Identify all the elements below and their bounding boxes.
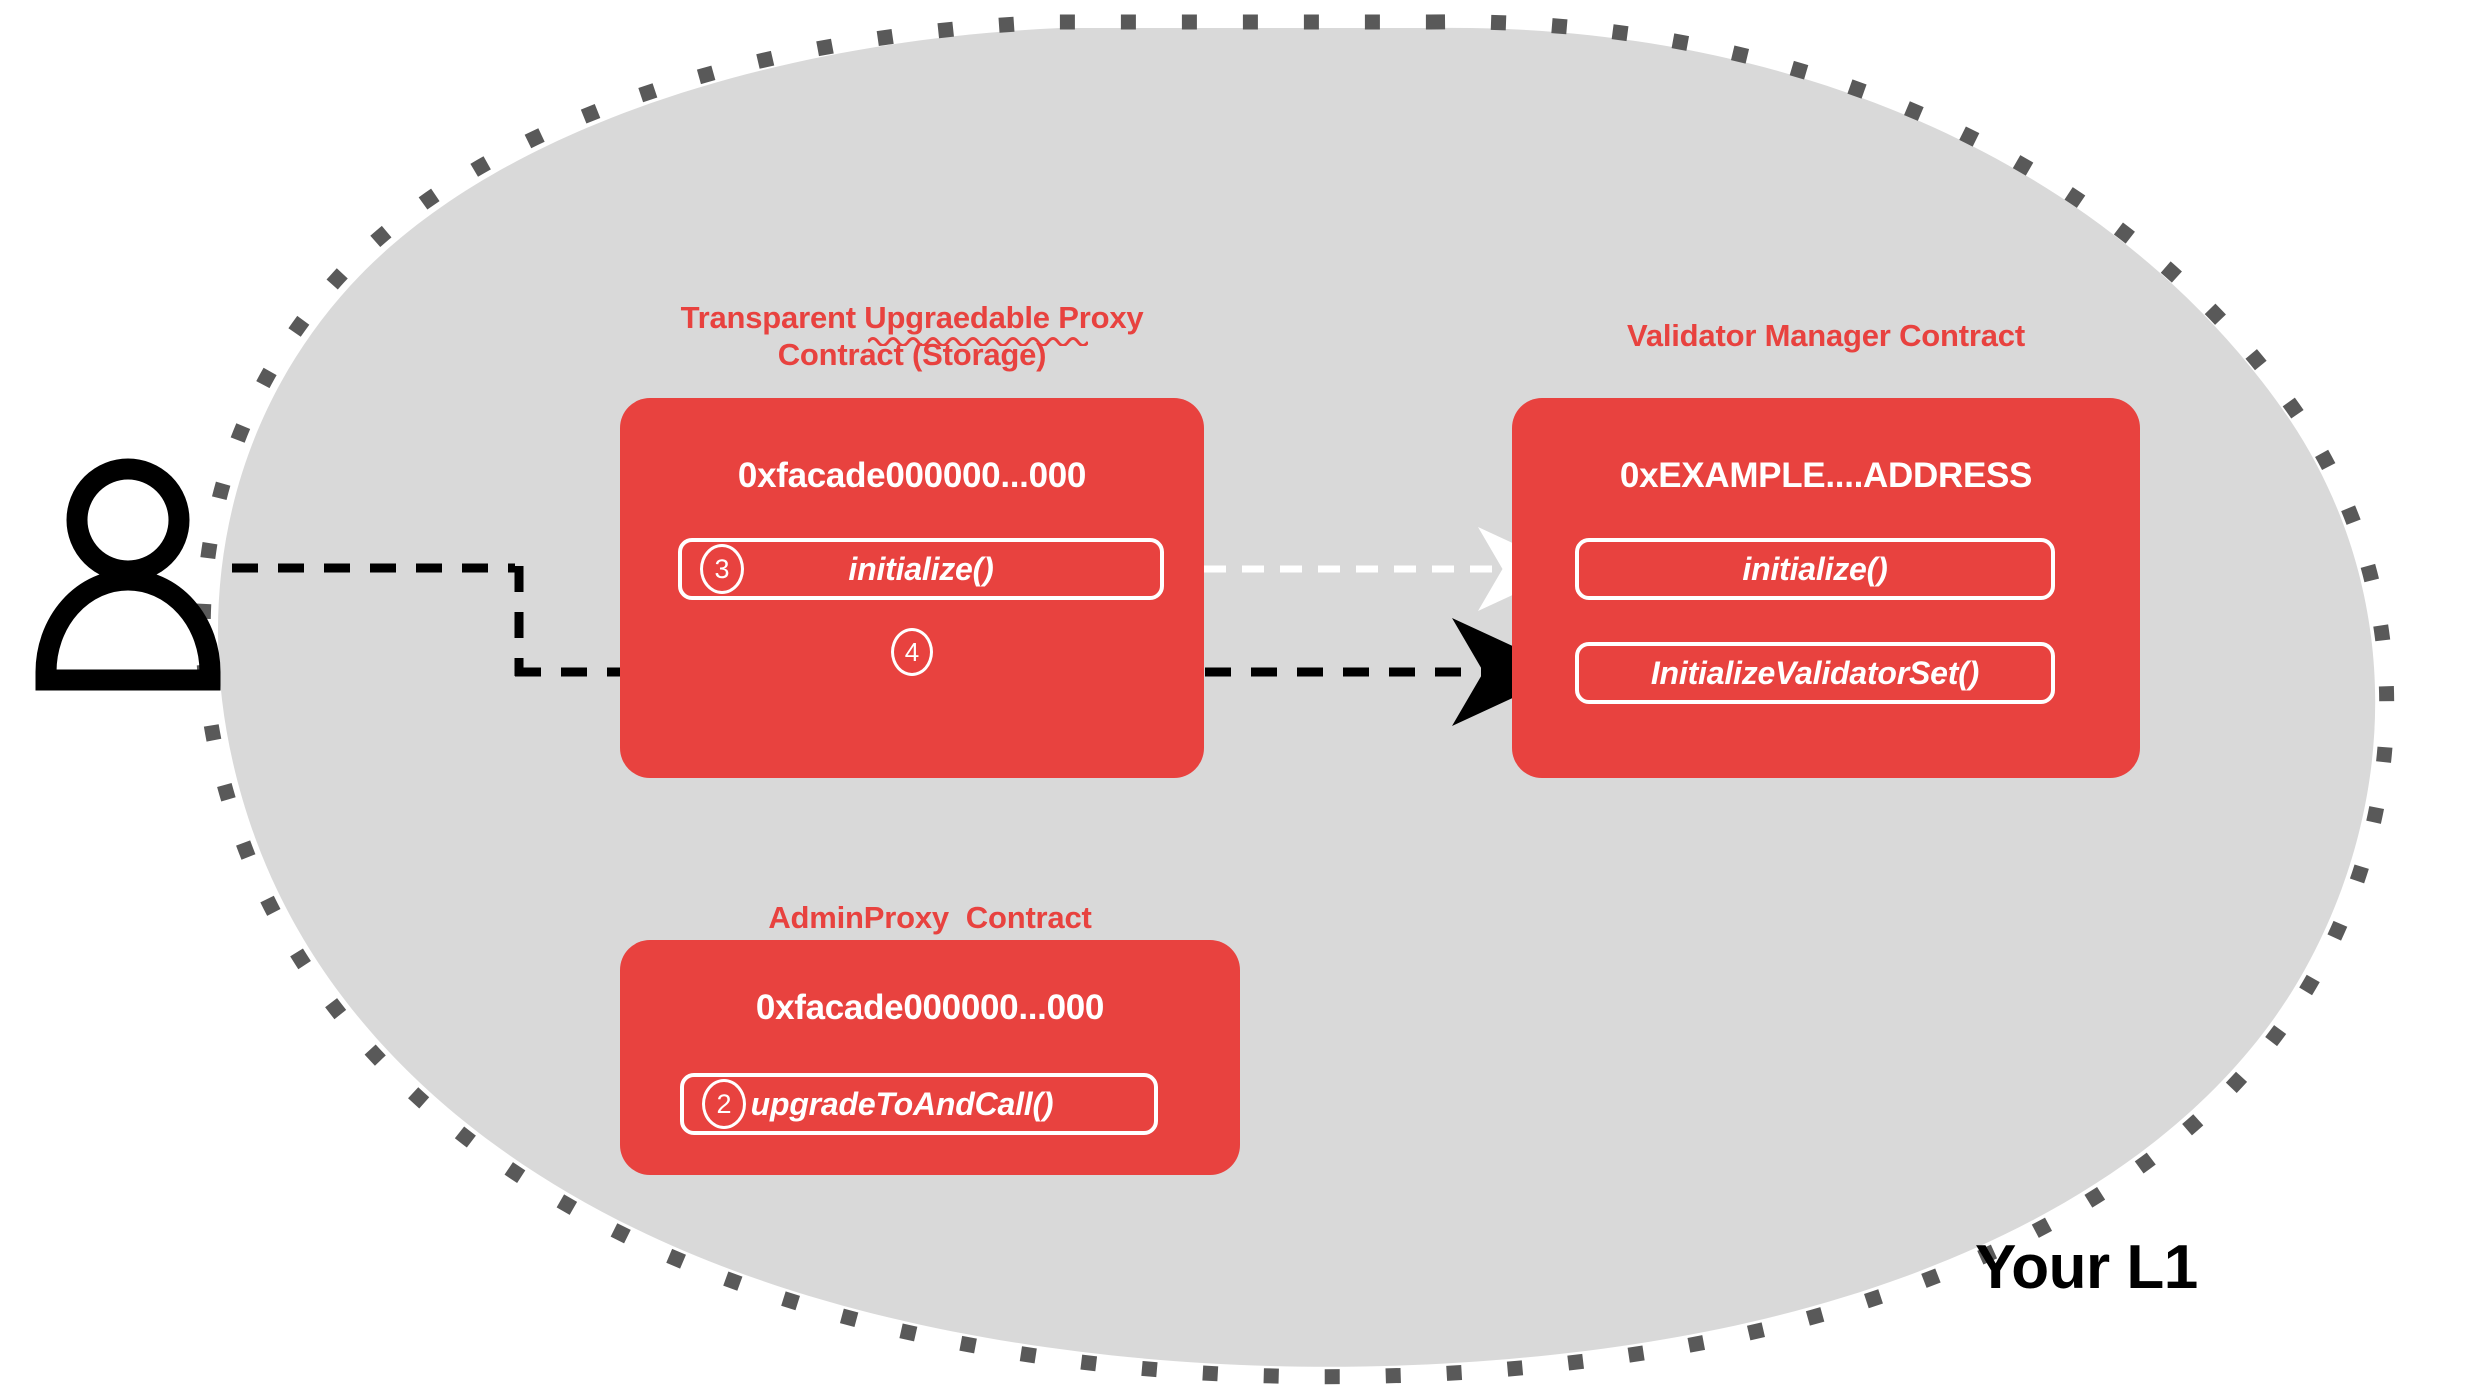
method-label-validator-initialize: initialize() [1742, 550, 1888, 587]
step-badge-2: 2 [702, 1079, 746, 1129]
contract-card-admin-proxy[interactable]: 0xfacade000000...000 2 upgradeToAndCall(… [620, 940, 1240, 1175]
method-pill-validator-initialize[interactable]: initialize() [1575, 538, 2055, 600]
method-label-upgrade-to-and-call: upgradeToAndCall() [750, 1085, 1054, 1122]
contract-card-validator-manager[interactable]: 0xEXAMPLE....ADDRESS initialize() Initia… [1512, 398, 2140, 778]
method-pill-proxy-initialize[interactable]: 3 initialize() [678, 538, 1164, 600]
person-icon [35, 458, 221, 691]
person-body-icon [35, 569, 221, 691]
method-pill-upgrade-to-and-call[interactable]: 2 upgradeToAndCall() [680, 1073, 1158, 1135]
person-head-icon [66, 458, 190, 582]
contract-card-transparent-proxy[interactable]: 0xfacade000000...000 3 initialize() 4 [620, 398, 1204, 778]
spellcheck-squiggle-icon [868, 337, 1088, 346]
contract-address-transparent-proxy: 0xfacade000000...000 [737, 456, 1087, 495]
method-label-proxy-initialize: initialize() [848, 550, 994, 587]
contract-address-validator-manager: 0xEXAMPLE....ADDRESS [1619, 456, 2033, 495]
contract-address-admin-proxy: 0xfacade000000...000 [755, 988, 1105, 1027]
method-pill-initialize-validator-set[interactable]: InitializeValidatorSet() [1575, 642, 2055, 704]
zone-label-your-l1: Your L1 [1975, 1233, 2198, 1302]
contract-title-admin-proxy: AdminProxy Contract [768, 900, 1092, 935]
step-badge-3: 3 [700, 544, 744, 594]
method-label-initialize-validator-set: InitializeValidatorSet() [1650, 654, 1980, 691]
contract-title-transparent-proxy: Transparent Upgraedable Proxy Contract (… [680, 300, 1144, 372]
step-badge-4: 4 [891, 628, 933, 676]
contract-title-validator-manager: Validator Manager Contract [1627, 318, 2025, 353]
